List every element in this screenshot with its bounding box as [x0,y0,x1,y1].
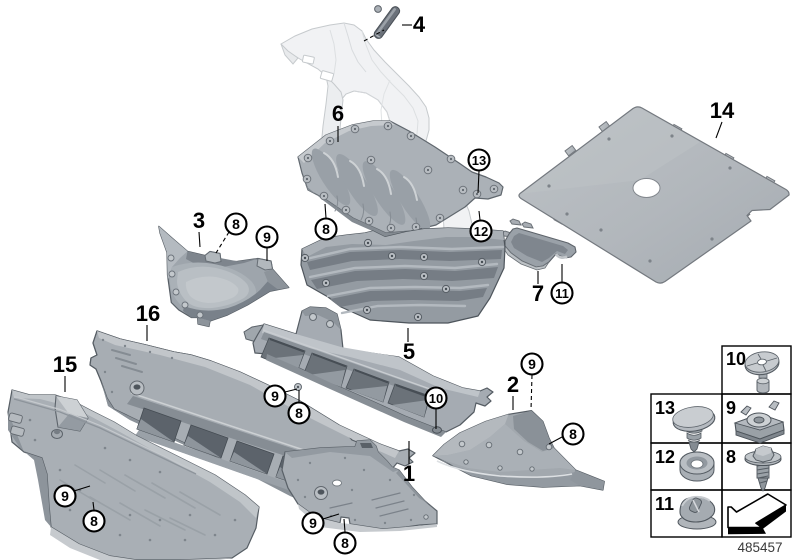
svg-text:9: 9 [263,229,271,245]
svg-text:3: 3 [193,208,205,233]
svg-text:5: 5 [403,339,415,364]
svg-text:12: 12 [655,447,675,467]
svg-text:6: 6 [332,101,344,126]
svg-text:7: 7 [532,281,544,306]
svg-text:8: 8 [726,447,736,467]
svg-text:11: 11 [655,494,674,514]
svg-text:8: 8 [569,426,577,442]
svg-text:16: 16 [136,301,160,326]
svg-text:1: 1 [403,461,415,486]
svg-text:9: 9 [271,388,279,404]
svg-text:4: 4 [413,12,426,37]
svg-text:9: 9 [61,488,69,504]
svg-text:2: 2 [507,372,519,397]
svg-text:13: 13 [472,153,486,168]
svg-text:12: 12 [474,224,488,239]
svg-text:8: 8 [295,405,303,421]
svg-text:11: 11 [555,286,569,301]
svg-text:9: 9 [309,515,317,531]
svg-text:8: 8 [232,216,240,232]
svg-text:8: 8 [341,535,349,551]
svg-text:485457: 485457 [737,540,782,555]
svg-text:8: 8 [322,221,330,237]
svg-text:14: 14 [710,98,735,123]
svg-text:10: 10 [726,349,746,369]
svg-text:9: 9 [528,356,536,372]
svg-text:8: 8 [90,513,98,529]
svg-text:9: 9 [726,398,736,418]
svg-text:10: 10 [429,391,443,406]
svg-text:15: 15 [53,352,77,377]
svg-text:13: 13 [655,398,675,418]
